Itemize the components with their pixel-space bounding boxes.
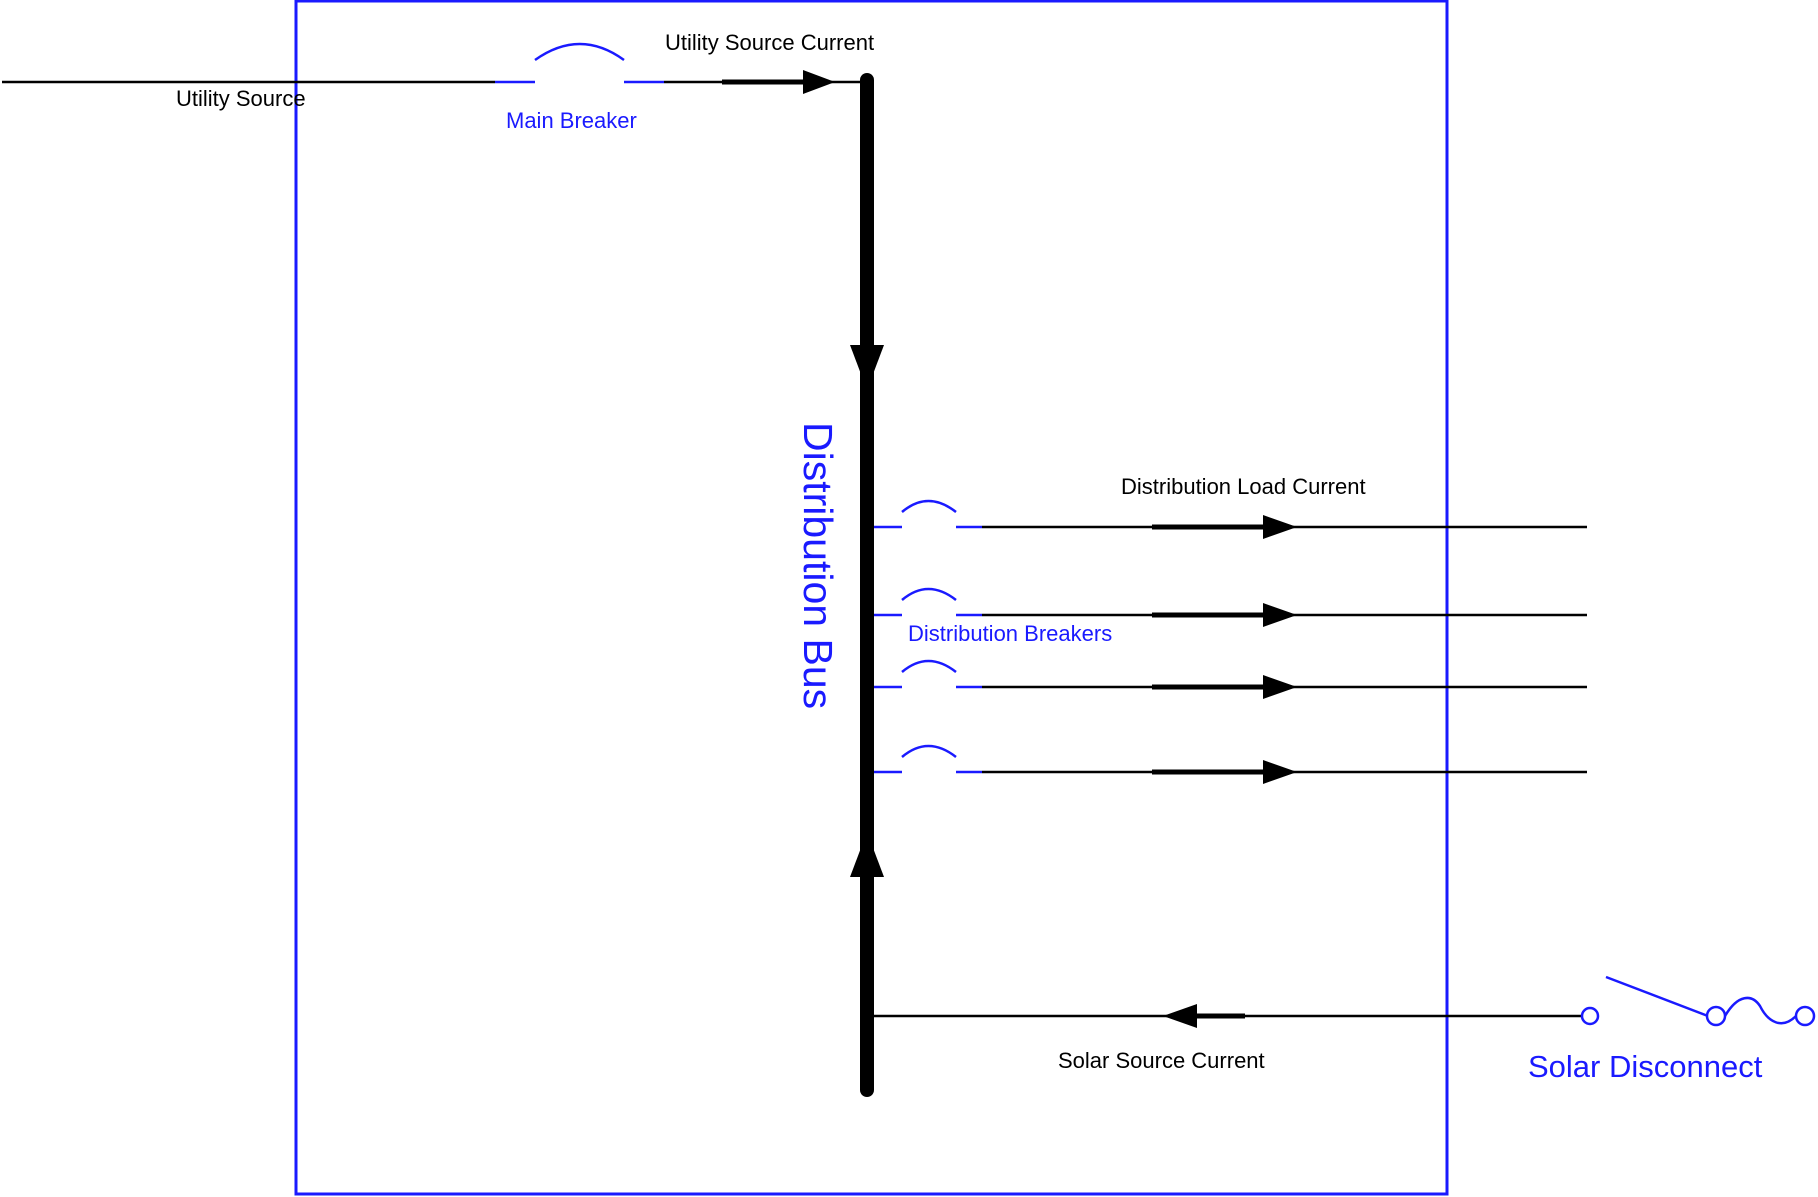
- solar-source-current-label: Solar Source Current: [1058, 1048, 1265, 1073]
- fuse-terminal: [1794, 1005, 1816, 1027]
- utility-current-arrowhead: [803, 70, 835, 94]
- distribution-circuit-3: [874, 659, 1587, 699]
- solar-disconnect-symbol: [1580, 975, 1816, 1027]
- switch-blade: [1605, 975, 1709, 1018]
- distribution-breaker-symbol: [901, 499, 957, 513]
- main-breaker-symbol: [534, 42, 625, 62]
- distribution-breaker-symbol: [901, 744, 957, 758]
- distribution-circuit-4: [874, 744, 1587, 784]
- switch-terminal-left: [1580, 1006, 1600, 1026]
- load-current-arrowhead: [1263, 675, 1297, 699]
- load-current-arrowhead: [1263, 603, 1297, 627]
- bus-down-arrowhead: [850, 345, 884, 390]
- distribution-bus-label: Distribution Bus: [795, 422, 841, 709]
- main-breaker-label: Main Breaker: [506, 108, 637, 133]
- distribution-breaker-symbol: [901, 587, 957, 601]
- solar-disconnect-label: Solar Disconnect: [1528, 1049, 1763, 1084]
- distribution-circuit-1: [874, 499, 1587, 539]
- panel-enclosure: [294, 0, 1449, 1196]
- fuse-symbol: [1723, 996, 1797, 1025]
- bus-up-arrowhead: [850, 832, 884, 877]
- distribution-breaker-symbol: [901, 659, 957, 673]
- load-current-arrowhead: [1263, 515, 1297, 539]
- load-current-arrowhead: [1263, 760, 1297, 784]
- solar-current-arrowhead: [1163, 1004, 1197, 1028]
- utility-source-label: Utility Source: [176, 86, 306, 111]
- solar-source-circuit: [874, 1004, 1582, 1028]
- distribution-load-current-label: Distribution Load Current: [1121, 474, 1366, 499]
- utility-source-current-label: Utility Source Current: [665, 30, 874, 55]
- switch-terminal-right: [1705, 1005, 1727, 1027]
- distribution-circuit-2: [874, 587, 1587, 627]
- distribution-breakers-label: Distribution Breakers: [908, 621, 1112, 646]
